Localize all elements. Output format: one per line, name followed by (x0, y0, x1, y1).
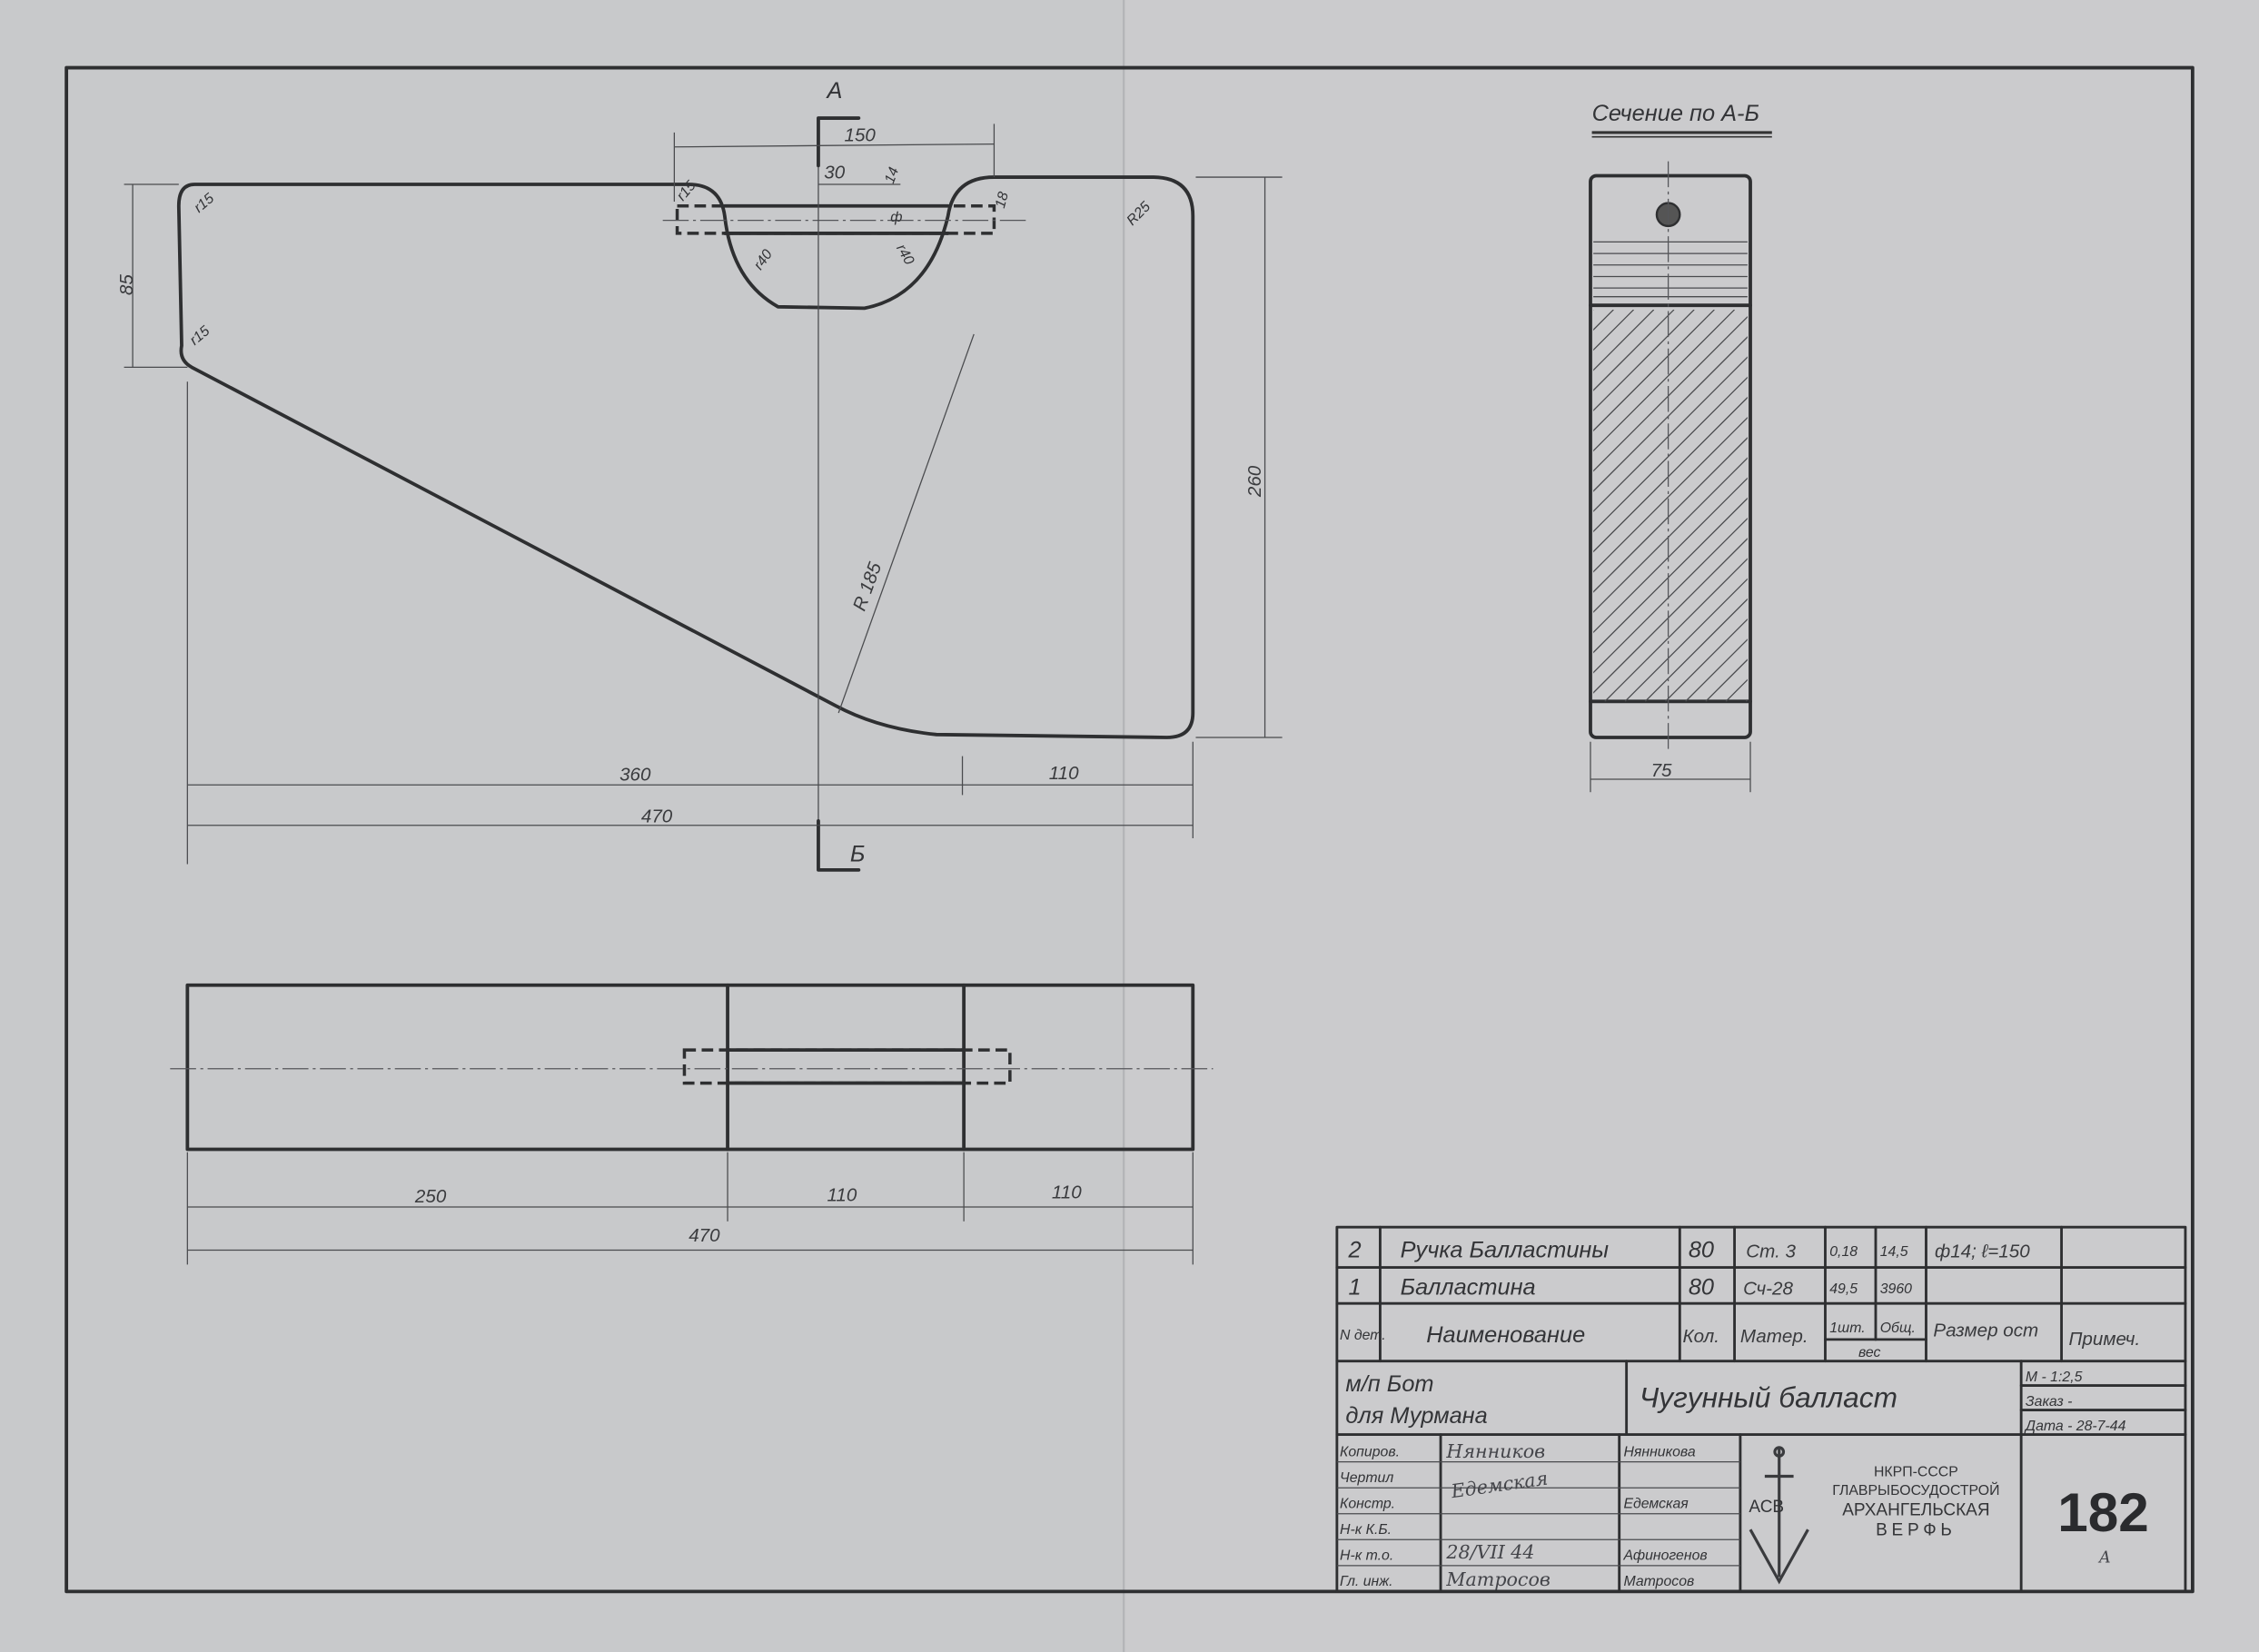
part-2-name: Ручка Балластины (1401, 1237, 1610, 1262)
hatch-line (1593, 315, 1748, 472)
dim-260: 260 (1244, 465, 1265, 498)
hatch-line (1593, 309, 1736, 452)
dim-110: 110 (1049, 763, 1079, 784)
org-directorate: ГЛАВРЫБОСУДОСТРОЙ (1832, 1481, 1999, 1499)
hatch-line (1593, 376, 1748, 533)
dim-85: 85 (116, 274, 137, 295)
header-size: Размер ост (1933, 1321, 2038, 1341)
hatch-line (1593, 518, 1748, 674)
part-2-size: ф14; ℓ=150 (1935, 1241, 2030, 1261)
dim-360: 360 (619, 765, 651, 786)
org-shipyard-city: АРХАНГЕЛЬСКАЯ (1842, 1500, 1989, 1519)
header-weight: вес (1858, 1345, 1881, 1360)
dim-110-mid: 110 (827, 1185, 857, 1206)
hatch-line (1593, 437, 1748, 593)
dim-18: 18 (993, 190, 1012, 210)
date: Дата - 28-7-44 (2024, 1419, 2126, 1434)
name-chief-engineer: Матросов (1623, 1574, 1694, 1589)
header-weight-total: Общ. (1880, 1321, 1916, 1336)
hatch-line (1593, 396, 1748, 553)
dim-470-plan: 470 (689, 1225, 720, 1246)
section-title: Сечение по А-Б (1592, 101, 1759, 126)
header-no: N дет. (1340, 1328, 1386, 1343)
part-1-qty: 80 (1689, 1275, 1714, 1301)
part-2-weight-total: 14,5 (1880, 1244, 1908, 1260)
sheet-letter: А (2097, 1549, 2111, 1568)
section-arrow-b (817, 819, 861, 872)
hatch-line (1593, 497, 1748, 654)
project-vessel: м/п Бот (1345, 1371, 1433, 1397)
name-copied: Нянникова (1623, 1444, 1695, 1459)
hatch-line (1593, 417, 1748, 573)
header-qty: Кол. (1682, 1326, 1719, 1347)
hatch-line (1644, 598, 1748, 702)
header-material: Матер. (1740, 1326, 1808, 1347)
hatch-line (1604, 558, 1748, 702)
hatch-line (1593, 309, 1715, 432)
role-copied: Копиров. (1340, 1444, 1400, 1459)
ballast-outline (176, 175, 1195, 739)
order-number: Заказ - (2026, 1394, 2073, 1410)
name-head-tech-dept: Афиногенов (1622, 1548, 1707, 1564)
signature-chief-engineer: Матросов (1445, 1568, 1550, 1590)
dim-250: 250 (414, 1186, 447, 1207)
project-destination: для Мурмана (1345, 1403, 1487, 1429)
title-block: 2 Ручка Балластины 80 Ст. 3 0,18 14,5 ф1… (1335, 1225, 2187, 1593)
org-ministry: НКРП-СССР (1874, 1465, 1958, 1480)
hatch-line (1593, 477, 1748, 634)
drawing-title: Чугунный балласт (1640, 1380, 1897, 1413)
hatch-line (1593, 309, 1675, 391)
part-1-material: Сч-28 (1743, 1279, 1793, 1300)
dim-75: 75 (1651, 760, 1672, 781)
section-label-a: А (825, 78, 842, 104)
paper-right-half (1124, 0, 2259, 1652)
part-2-qty: 80 (1689, 1237, 1714, 1262)
hatch-line (1593, 457, 1748, 613)
part-1-name: Балластина (1401, 1275, 1536, 1301)
header-note: Примеч. (2068, 1329, 2140, 1350)
org-shipyard: ВЕРФЬ (1876, 1521, 1957, 1540)
section-label-b: Б (850, 841, 866, 866)
hatch-line (1624, 578, 1748, 702)
front-view: А Б 150 30 14 ф 18 r15 r15 r15 r40 r40 R… (116, 78, 1283, 872)
role-chief-engineer: Гл. инж. (1340, 1574, 1393, 1589)
hatch-line (1664, 618, 1748, 702)
section-hatching (1593, 309, 1748, 702)
hatch-line (1593, 538, 1748, 694)
header-weight-each: 1шт. (1829, 1321, 1865, 1336)
hatch-line (1593, 309, 1695, 411)
logo-letters: АСВ (1749, 1498, 1784, 1517)
name-designer: Едемская (1623, 1496, 1689, 1511)
dim-470: 470 (641, 806, 673, 827)
part-1-weight-each: 49,5 (1829, 1281, 1858, 1297)
sheet-number: 182 (2057, 1481, 2149, 1543)
scale: М - 1:2,5 (2026, 1370, 2083, 1385)
radius-leader (837, 333, 975, 714)
signature-head-tech-dept: 28/VII 44 (1445, 1541, 1534, 1563)
part-1-no: 1 (1349, 1275, 1362, 1301)
diameter-symbol: ф (890, 210, 902, 225)
header-name: Наименование (1426, 1322, 1585, 1348)
plan-view: 250 110 110 470 (170, 983, 1214, 1265)
dim-30: 30 (824, 163, 845, 183)
role-head-design-bureau: Н-к К.Б. (1340, 1522, 1392, 1538)
section-view: Сечение по А-Б 75 (1589, 101, 1772, 793)
part-2-weight-each: 0,18 (1829, 1244, 1858, 1260)
role-designer: Констр. (1340, 1496, 1395, 1511)
signature-copied: Нянников (1445, 1440, 1545, 1462)
dim-150: 150 (844, 124, 876, 145)
shipyard-anchor-logo (1749, 1446, 1809, 1585)
part-1-weight-total: 3960 (1880, 1281, 1912, 1297)
drawing-frame (64, 65, 2195, 1594)
role-drawn: Чертил (1340, 1470, 1393, 1486)
dim-14: 14 (882, 165, 902, 186)
role-head-tech-dept: Н-к т.о. (1340, 1548, 1393, 1564)
part-2-material: Ст. 3 (1746, 1241, 1796, 1261)
hatch-line (1593, 336, 1748, 492)
dim-110-right: 110 (1052, 1182, 1082, 1202)
part-2-no: 2 (1348, 1237, 1362, 1262)
section-arrow-a (817, 116, 861, 168)
hatch-line (1593, 356, 1748, 512)
